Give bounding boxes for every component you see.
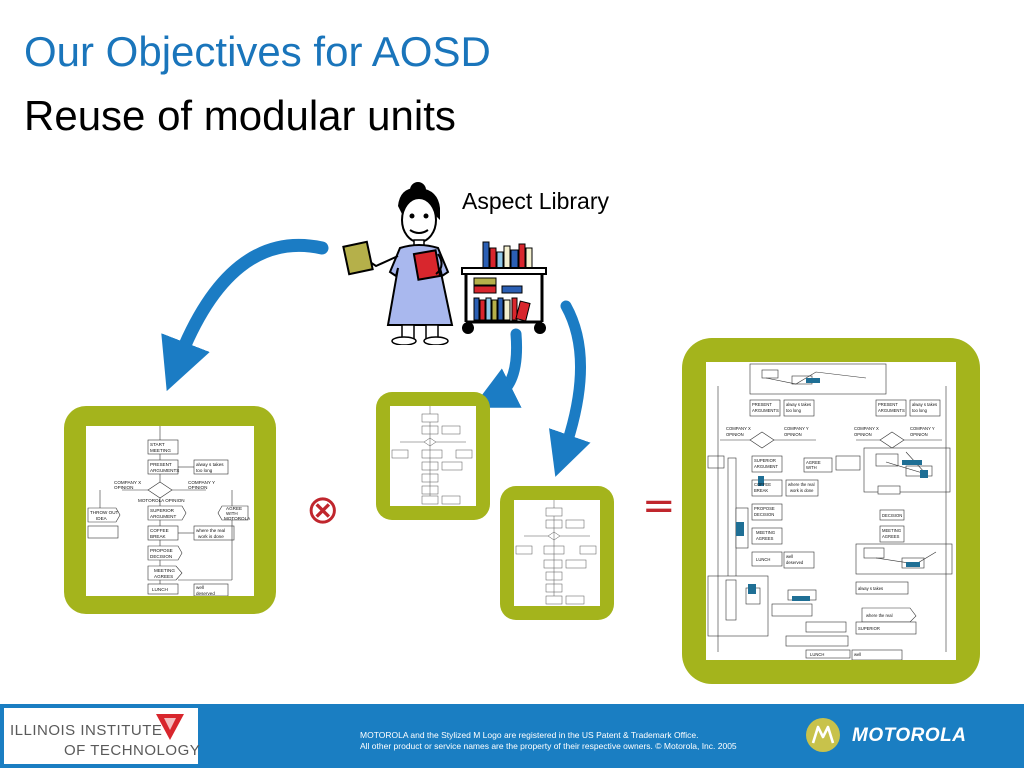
svg-text:deserved: deserved — [196, 591, 215, 596]
woven-result-flowchart: PRESENT ARGUMENTS alway s takes too long… — [707, 363, 953, 660]
svg-text:IDEA: IDEA — [96, 516, 108, 521]
iit-logo: ILLINOIS INSTITUTE OF TECHNOLOGY — [4, 708, 201, 764]
svg-text:PROPOSE: PROPOSE — [754, 506, 775, 511]
svg-text:AGREES: AGREES — [154, 574, 173, 579]
svg-text:OPINION: OPINION — [784, 432, 802, 437]
arrow-to-middle-module — [472, 328, 523, 408]
iit-logo-line-1: ILLINOIS INSTITUTE — [10, 722, 163, 739]
svg-text:too long: too long — [786, 408, 802, 413]
svg-text:AGREE: AGREE — [226, 506, 242, 511]
svg-text:COFFEE: COFFEE — [150, 528, 169, 533]
weave-operator: ⊗ — [306, 487, 340, 533]
librarian-illustration — [342, 182, 547, 345]
arrow-to-left-module — [161, 238, 329, 392]
svg-text:well: well — [196, 585, 204, 590]
svg-text:MOTOROLA: MOTOROLA — [224, 516, 251, 521]
svg-text:THROW OUT: THROW OUT — [90, 510, 119, 515]
aspect-module-frame-1 — [376, 392, 490, 520]
svg-text:AGREE: AGREE — [806, 460, 821, 465]
svg-text:OPINION: OPINION — [910, 432, 928, 437]
aspect-module-1-flowchart — [391, 406, 473, 505]
svg-text:COMPANY Y: COMPANY Y — [910, 426, 935, 431]
svg-text:MEETING: MEETING — [756, 530, 775, 535]
svg-text:COMPANY X: COMPANY X — [854, 426, 879, 431]
svg-text:alway s takes: alway s takes — [196, 462, 224, 467]
aspect-module-2-flowchart — [515, 500, 597, 605]
base-module-frame: START MEETING PRESENT ARGUMENTS alway s … — [64, 406, 276, 614]
svg-text:ARGUMENTS: ARGUMENTS — [150, 468, 179, 473]
motorola-wordmark: MOTOROLA — [852, 725, 967, 746]
svg-text:BREAK: BREAK — [754, 488, 768, 493]
arrow-to-small-module — [548, 300, 591, 477]
svg-text:alway s takes: alway s takes — [858, 586, 883, 591]
svg-text:AGREES: AGREES — [756, 536, 774, 541]
svg-text:BREAK: BREAK — [150, 534, 167, 539]
aspect-module-frame-2 — [500, 486, 614, 620]
slide-title: Our Objectives for AOSD — [24, 28, 491, 75]
iit-emblem-icon — [156, 714, 184, 740]
base-module-flowchart: START MEETING PRESENT ARGUMENTS alway s … — [87, 426, 251, 596]
svg-text:PRESENT: PRESENT — [878, 402, 898, 407]
svg-text:DECISION: DECISION — [150, 554, 172, 559]
svg-text:START: START — [150, 442, 165, 447]
svg-text:OPINION: OPINION — [854, 432, 872, 437]
svg-text:DECISION: DECISION — [754, 512, 774, 517]
svg-text:OPINION: OPINION — [188, 485, 207, 490]
svg-text:PRESENT: PRESENT — [150, 462, 172, 467]
svg-text:work is done: work is done — [198, 534, 224, 539]
svg-text:OPINION: OPINION — [114, 485, 133, 490]
equals-operator: = — [642, 483, 676, 529]
slide-subtitle: Reuse of modular units — [24, 92, 456, 139]
iit-logo-line-2: OF TECHNOLOGY — [64, 742, 201, 759]
svg-text:SUPERIOR: SUPERIOR — [754, 458, 776, 463]
svg-text:LUNCH: LUNCH — [756, 557, 770, 562]
svg-text:ARGUMENT: ARGUMENT — [150, 514, 176, 519]
svg-text:ARGUMENTS: ARGUMENTS — [878, 408, 905, 413]
svg-text:PROPOSE: PROPOSE — [150, 548, 173, 553]
svg-text:WITH: WITH — [226, 511, 238, 516]
trademark-line-1: MOTOROLA and the Stylized M Logo are reg… — [360, 730, 699, 740]
svg-text:COFFEE: COFFEE — [754, 482, 771, 487]
trademark-notice: MOTOROLA and the Stylized M Logo are reg… — [360, 730, 737, 752]
svg-text:too long: too long — [912, 408, 928, 413]
woven-result-frame: PRESENT ARGUMENTS alway s takes too long… — [682, 338, 980, 684]
svg-text:MOTOROLA OPINION: MOTOROLA OPINION — [138, 498, 185, 503]
svg-text:AGREES: AGREES — [882, 534, 900, 539]
svg-text:too long: too long — [196, 468, 213, 473]
svg-text:deserved: deserved — [786, 560, 804, 565]
svg-text:COMPANY X: COMPANY X — [114, 480, 141, 485]
svg-text:well: well — [854, 652, 861, 657]
svg-text:WITH: WITH — [806, 465, 817, 470]
svg-text:SUPERIOR: SUPERIOR — [150, 508, 175, 513]
svg-text:MEETING: MEETING — [150, 448, 171, 453]
svg-text:alway s takes: alway s takes — [912, 402, 937, 407]
svg-text:ARGUMENTS: ARGUMENTS — [752, 408, 779, 413]
svg-text:COMPANY Y: COMPANY Y — [188, 480, 215, 485]
svg-text:MEETING: MEETING — [882, 528, 901, 533]
svg-text:LUNCH: LUNCH — [152, 587, 168, 592]
trademark-line-2: All other product or service names are t… — [360, 741, 737, 751]
motorola-m-logo-icon — [806, 718, 840, 752]
svg-text:where the real: where the real — [196, 528, 225, 533]
aspect-library-label: Aspect Library — [462, 188, 610, 214]
svg-text:where the real: where the real — [788, 482, 815, 487]
svg-text:work is done: work is done — [790, 488, 814, 493]
svg-text:COMPANY Y: COMPANY Y — [784, 426, 809, 431]
svg-text:PRESENT: PRESENT — [752, 402, 772, 407]
svg-text:well: well — [786, 554, 793, 559]
svg-text:MEETING: MEETING — [154, 568, 175, 573]
svg-text:COMPANY X: COMPANY X — [726, 426, 751, 431]
svg-text:alway s takes: alway s takes — [786, 402, 811, 407]
svg-text:OPINION: OPINION — [726, 432, 744, 437]
reuse-arrows — [161, 238, 591, 477]
svg-text:LUNCH: LUNCH — [810, 652, 824, 657]
svg-text:ARGUMENT: ARGUMENT — [754, 464, 778, 469]
svg-text:where the real: where the real — [866, 613, 893, 618]
svg-text:DECISION: DECISION — [882, 513, 902, 518]
svg-text:SUPERIOR: SUPERIOR — [858, 626, 880, 631]
